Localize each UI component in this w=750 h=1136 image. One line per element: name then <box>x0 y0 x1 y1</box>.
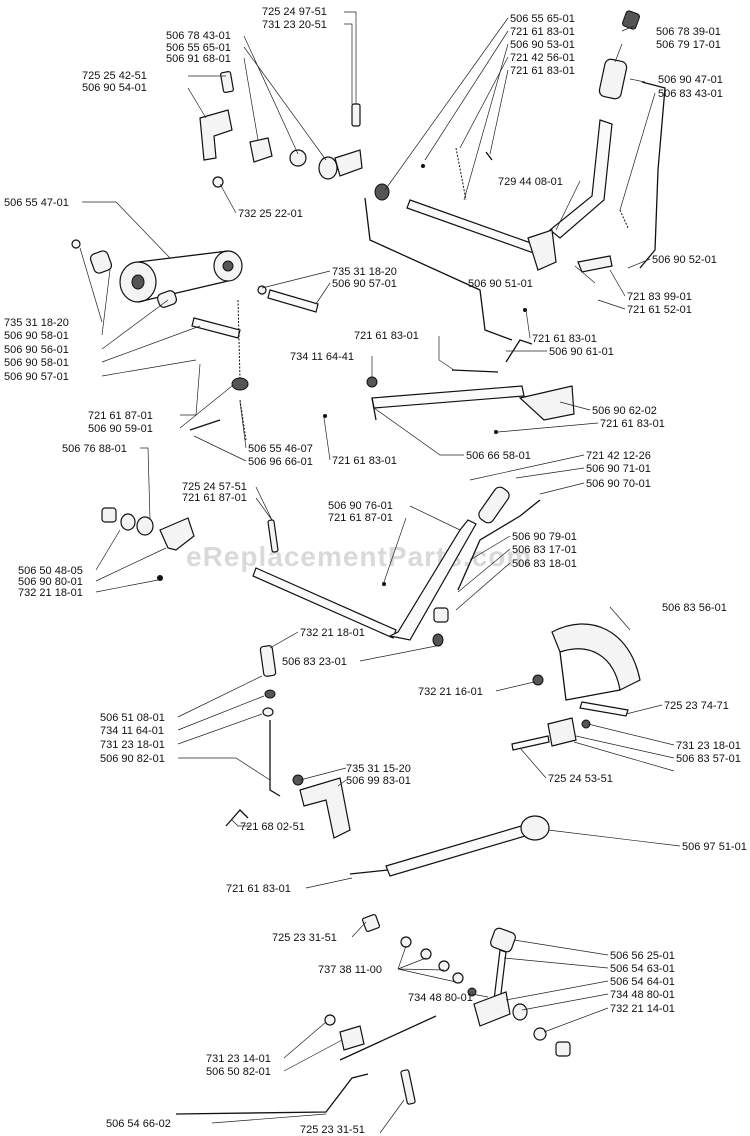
part-label: 735 31 18-20 <box>332 266 397 278</box>
part-label: 721 61 87-01 <box>88 410 153 422</box>
part-label: 506 99 83-01 <box>346 775 411 787</box>
part-label: 506 90 56-01 <box>4 344 69 356</box>
part-label: 721 61 83-01 <box>226 883 291 895</box>
part-label: 721 61 87-01 <box>182 492 247 504</box>
part-label: 506 90 57-01 <box>332 278 397 290</box>
part-label: 506 66 58-01 <box>466 450 531 462</box>
part-label: 734 11 64-01 <box>100 725 164 737</box>
part-label: 731 23 18-01 <box>676 740 741 752</box>
part-label: 506 90 62-02 <box>592 405 657 417</box>
part-labels: 725 24 97-51 731 23 20-51 506 78 43-01 5… <box>4 6 747 1136</box>
part-label: 506 56 25-01 <box>610 950 675 962</box>
part-label: 725 23 31-51 <box>272 932 337 944</box>
part-label: 506 83 57-01 <box>676 753 741 765</box>
part-label: 506 96 66-01 <box>248 456 313 468</box>
part-label: 732 21 16-01 <box>418 686 483 698</box>
part-label: 735 31 15-20 <box>346 763 411 775</box>
part-label: 721 42 12-26 <box>586 450 651 462</box>
part-label: 506 54 64-01 <box>610 976 675 988</box>
part-label: 731 23 18-01 <box>100 739 165 751</box>
part-label: 506 55 46-07 <box>248 443 313 455</box>
middle-linkage <box>323 197 575 434</box>
part-label: 506 79 17-01 <box>656 39 721 51</box>
part-label: 721 61 83-01 <box>532 333 597 345</box>
part-label: 506 90 47-01 <box>658 74 723 86</box>
part-label: 506 50 48-05 <box>18 565 83 577</box>
part-label: 506 83 17-01 <box>512 544 577 556</box>
part-label: 737 38 11-00 <box>318 964 382 976</box>
part-label: 506 55 65-01 <box>510 13 575 25</box>
part-label: 506 90 79-01 <box>512 531 577 543</box>
part-label: 506 90 59-01 <box>88 423 153 435</box>
part-label: 506 83 56-01 <box>662 602 727 614</box>
part-label: 506 55 65-01 <box>166 42 231 54</box>
part-label: 506 91 68-01 <box>166 53 231 65</box>
part-label: 506 90 82-01 <box>100 753 165 765</box>
part-label: 506 78 39-01 <box>656 26 721 38</box>
part-label: 732 21 18-01 <box>300 627 365 639</box>
lower-shaft-assembly <box>101 486 641 751</box>
part-label: 721 61 83-01 <box>600 418 665 430</box>
part-label: 506 90 58-01 <box>4 357 69 369</box>
part-label: 506 90 58-01 <box>4 330 69 342</box>
part-label: 735 31 18-20 <box>4 317 69 329</box>
part-label: 506 51 08-01 <box>100 712 165 724</box>
part-label: 721 61 83-01 <box>354 330 419 342</box>
part-label: 725 24 53-51 <box>548 773 613 785</box>
part-label: 725 23 31-51 <box>300 1124 365 1136</box>
part-label: 721 83 99-01 <box>627 291 692 303</box>
leader-lines <box>79 11 681 1134</box>
part-label: 731 23 14-01 <box>206 1053 271 1065</box>
part-label: 506 90 80-01 <box>18 576 83 588</box>
part-label: 721 61 87-01 <box>328 512 393 524</box>
part-label: 506 90 53-01 <box>510 39 575 51</box>
part-label: 725 23 74-71 <box>664 700 729 712</box>
part-label: 506 90 70-01 <box>586 478 651 490</box>
part-label: 506 83 18-01 <box>512 558 577 570</box>
part-label: 506 54 63-01 <box>610 963 675 975</box>
part-label: 506 55 47-01 <box>4 197 69 209</box>
part-label: 721 61 83-01 <box>332 455 397 467</box>
part-label: 731 23 20-51 <box>262 19 327 31</box>
part-label: 506 76 88-01 <box>62 443 127 455</box>
part-label: 506 78 43-01 <box>166 30 231 42</box>
part-label: 506 90 71-01 <box>586 463 651 475</box>
watermark-text: eReplacementParts.com <box>186 541 532 572</box>
part-label: 734 48 80-01 <box>408 992 473 1004</box>
upper-assembly <box>199 10 666 273</box>
part-label: 506 90 54-01 <box>82 82 147 94</box>
part-label: 506 97 51-01 <box>682 841 747 853</box>
bottom-assembly <box>175 913 571 1115</box>
pulley-assembly <box>71 239 319 441</box>
part-label: 506 90 61-01 <box>549 346 614 358</box>
part-label: 725 24 97-51 <box>262 6 327 18</box>
lower-arm-assembly <box>225 645 550 877</box>
part-label: 506 90 51-01 <box>468 278 533 290</box>
part-label: 506 83 43-01 <box>658 88 723 100</box>
part-label: 506 50 82-01 <box>206 1066 271 1078</box>
part-label: 506 90 76-01 <box>328 500 393 512</box>
part-label: 721 61 52-01 <box>627 304 692 316</box>
part-label: 734 48 80-01 <box>610 989 675 1001</box>
part-label: 725 25 42-51 <box>82 70 147 82</box>
part-label: 506 83 23-01 <box>282 656 347 668</box>
part-label: 721 61 83-01 <box>510 65 575 77</box>
part-label: 721 68 02-51 <box>240 821 305 833</box>
part-label: 721 42 56-01 <box>510 52 575 64</box>
part-label: 732 21 18-01 <box>18 587 83 599</box>
part-label: 732 25 22-01 <box>238 208 303 220</box>
part-label: 732 21 14-01 <box>610 1003 675 1015</box>
part-label: 721 61 83-01 <box>510 26 575 38</box>
part-label: 506 54 66-02 <box>106 1118 171 1130</box>
part-label: 729 44 08-01 <box>498 176 563 188</box>
part-label: 725 24 57-51 <box>182 481 247 493</box>
part-label: 734 11 64-41 <box>290 351 354 363</box>
part-label: 506 90 57-01 <box>4 371 69 383</box>
part-label: 506 90 52-01 <box>652 254 717 266</box>
